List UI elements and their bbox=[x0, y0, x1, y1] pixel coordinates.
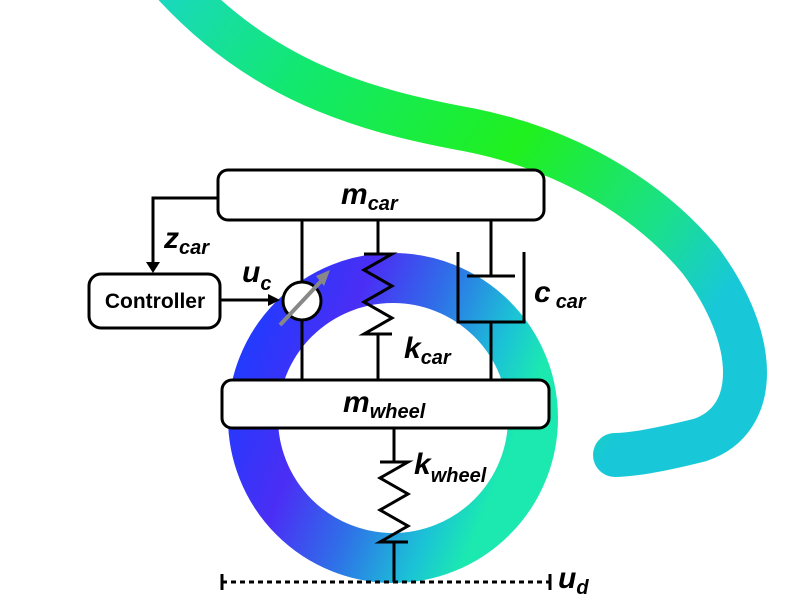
controller-box: Controller bbox=[87, 272, 222, 330]
disturbance-label: ud bbox=[558, 562, 589, 599]
wheel-spring bbox=[374, 428, 414, 582]
actuator bbox=[278, 270, 330, 327]
actuator-arrowhead bbox=[316, 270, 330, 286]
car-spring bbox=[358, 220, 398, 380]
wheel-mass-box: mwheel bbox=[220, 378, 551, 430]
car-mass-box: mcar bbox=[216, 168, 546, 222]
suspension-lines bbox=[146, 196, 552, 590]
control-arrowhead bbox=[268, 294, 280, 306]
control-input-label: uc bbox=[242, 256, 271, 295]
wheel-mass-label: mwheel bbox=[343, 386, 426, 423]
measurement-arrowhead bbox=[146, 262, 160, 273]
actuator-variable-arrow bbox=[278, 276, 326, 327]
swoosh-stroke bbox=[158, 0, 767, 477]
measurement-line bbox=[151, 196, 218, 268]
car-spring-label: kcar bbox=[404, 332, 452, 369]
measurement-label: zcar bbox=[163, 222, 210, 259]
car-mass-label: mcar bbox=[341, 178, 399, 215]
road-stroke-clip bbox=[40, 440, 62, 494]
controller-label: Controller bbox=[105, 290, 205, 313]
wheel-spring-label: kwheel bbox=[414, 448, 487, 487]
